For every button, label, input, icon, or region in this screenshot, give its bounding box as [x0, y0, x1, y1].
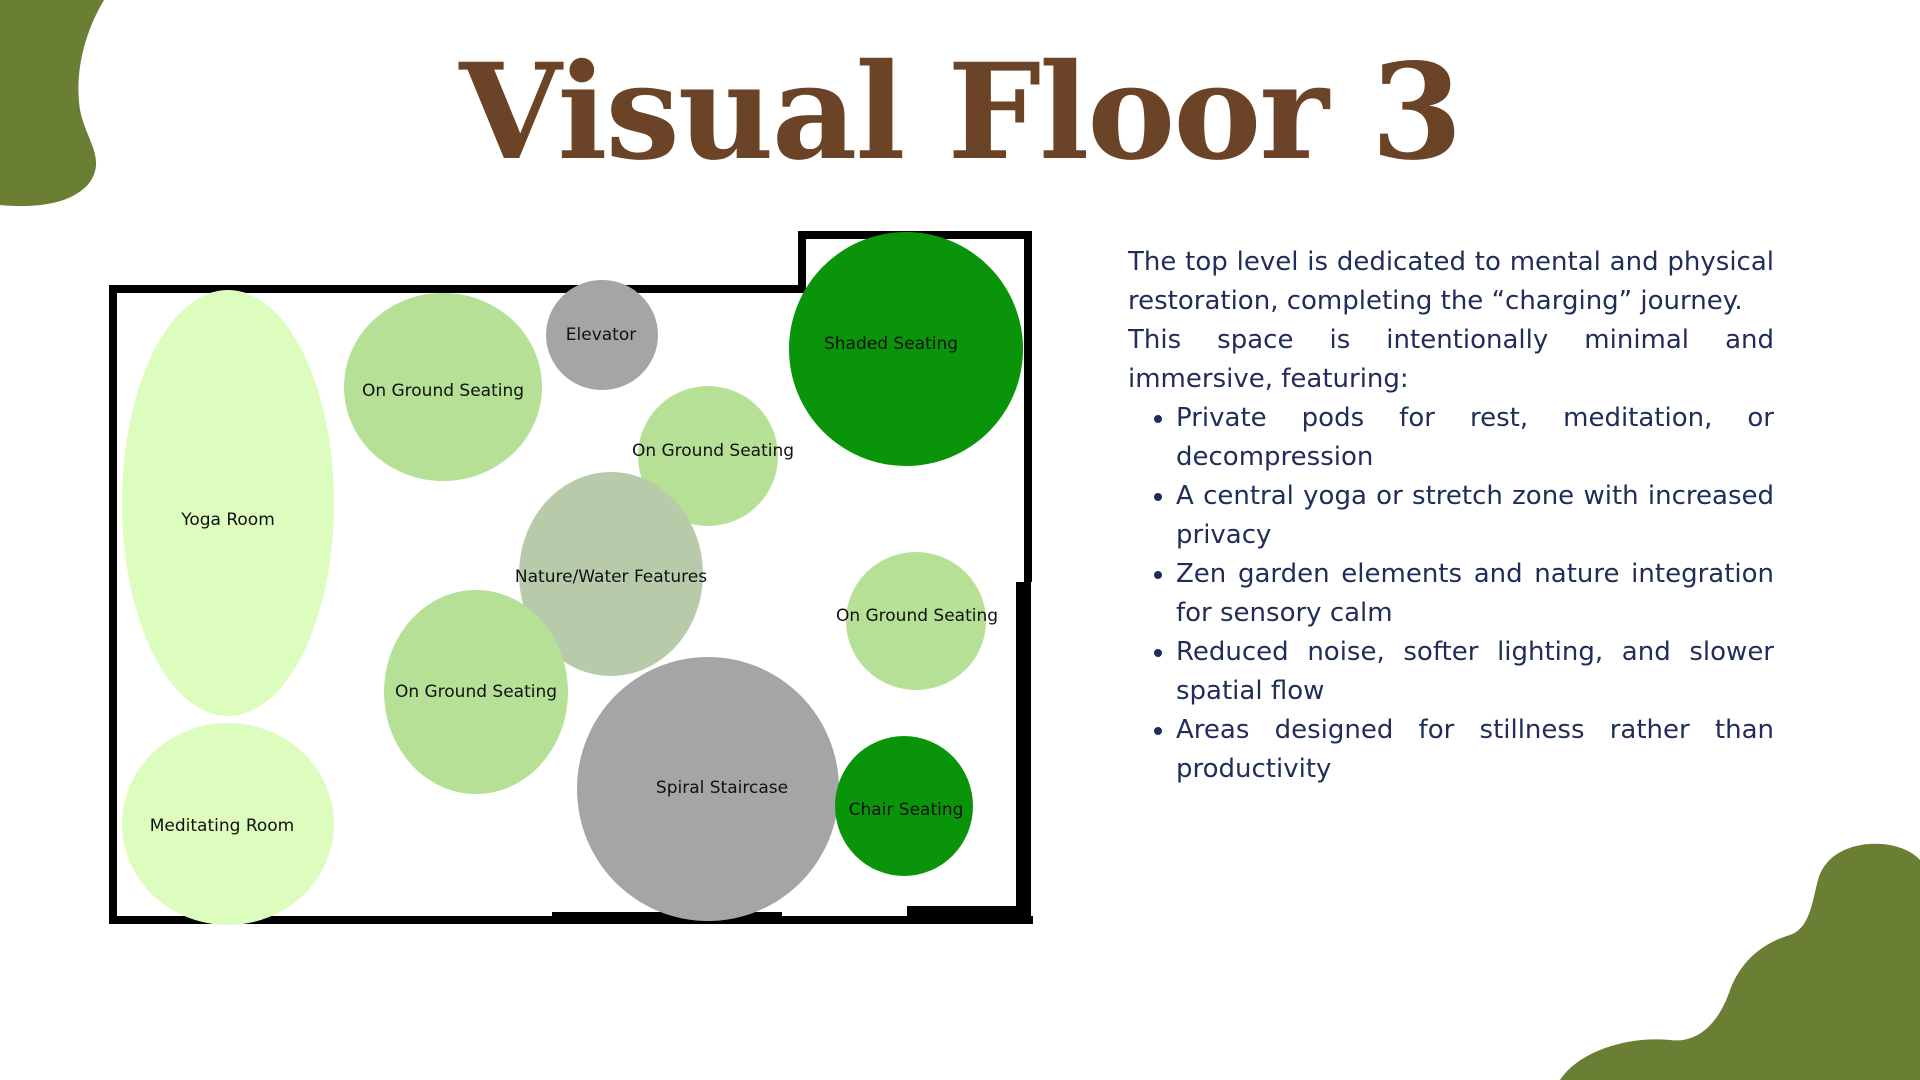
nature-water-features-label: Nature/Water Features	[515, 567, 707, 587]
feature-list: Private pods for rest, meditation, or de…	[1128, 399, 1774, 789]
zone-spiral-staircase: Spiral Staircase	[577, 657, 839, 921]
zone-elevator: Elevator	[546, 280, 658, 390]
zone-on-ground-seating-4: On Ground Seating	[384, 590, 568, 794]
description-intro-2: This space is intentionally minimal and …	[1128, 325, 1774, 394]
floor-plan-walls-thick	[109, 582, 1033, 924]
elevator-label: Elevator	[566, 325, 636, 345]
spiral-staircase-label: Spiral Staircase	[656, 778, 788, 798]
on-ground-seating-label: On Ground Seating	[836, 606, 998, 626]
feature-list-item: Reduced noise, softer lighting, and slow…	[1176, 633, 1774, 711]
decorative-blob-bottom-right	[1560, 843, 1920, 1080]
feature-list-item: A central yoga or stretch zone with incr…	[1176, 477, 1774, 555]
zone-chair-seating: Chair Seating	[835, 736, 973, 876]
zone-on-ground-seating-1: On Ground Seating	[344, 293, 542, 481]
meditating-room-label: Meditating Room	[150, 816, 295, 836]
chair-seating-label: Chair Seating	[849, 800, 964, 820]
feature-list-item: Areas designed for stillness rather than…	[1176, 711, 1774, 789]
on-ground-seating-label: On Ground Seating	[362, 381, 524, 401]
zone-on-ground-seating-3: On Ground Seating	[836, 552, 998, 690]
zone-nature-water-features: Nature/Water Features	[515, 472, 707, 676]
zone-meditating-room: Meditating Room	[122, 723, 334, 925]
floor-plan-walls	[109, 231, 1032, 921]
yoga-room-label: Yoga Room	[180, 510, 275, 530]
feature-list-item: Private pods for rest, meditation, or de…	[1176, 399, 1774, 477]
feature-list-item: Zen garden elements and nature integrati…	[1176, 555, 1774, 633]
zone-shaded-seating: Shaded Seating	[789, 232, 1023, 466]
page-title: Visual Floor 3	[459, 35, 1462, 190]
zone-yoga-room: Yoga Room	[122, 290, 334, 716]
decorative-blob-top-left	[0, 0, 104, 207]
shaded-seating-label: Shaded Seating	[824, 334, 958, 354]
on-ground-seating-label: On Ground Seating	[632, 441, 794, 461]
description-intro-1: The top level is dedicated to mental and…	[1128, 247, 1774, 316]
on-ground-seating-label: On Ground Seating	[395, 682, 557, 702]
zone-on-ground-seating-2: On Ground Seating	[632, 386, 794, 526]
description-panel: The top level is dedicated to mental and…	[1128, 243, 1774, 789]
